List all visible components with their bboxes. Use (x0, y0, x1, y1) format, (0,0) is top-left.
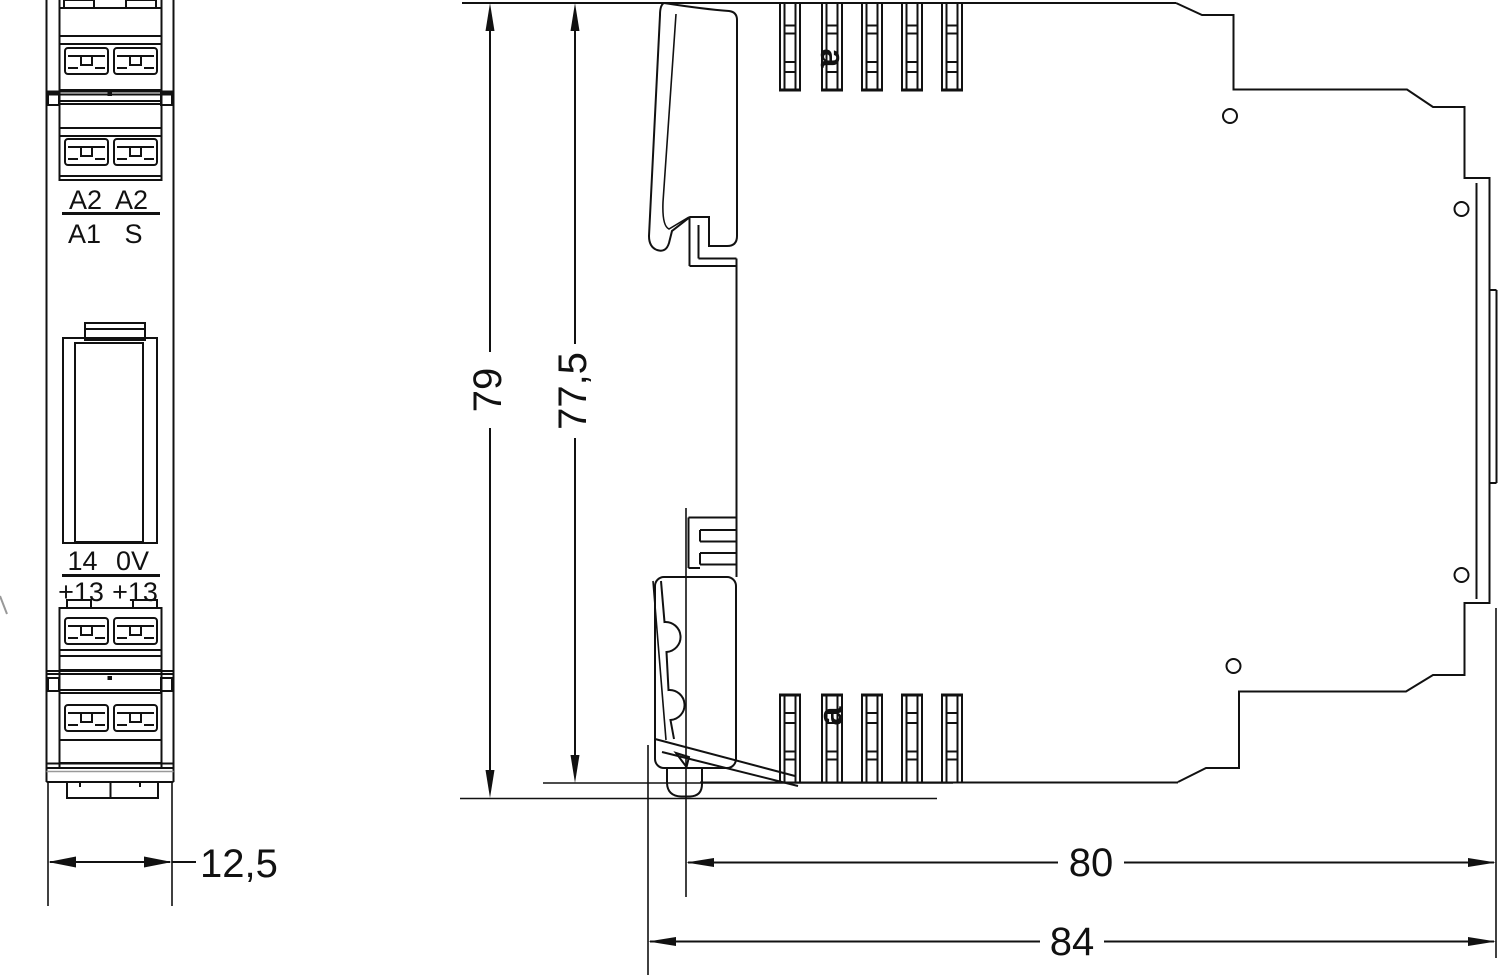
dimension-height-body: 77,5 (543, 3, 953, 784)
terminal-block-1 (58, 0, 163, 91)
vent-detail-marker-bottom: a (812, 705, 850, 725)
front-bottom-section (46, 762, 174, 799)
screw-terminal (64, 47, 109, 75)
front-view: A2 A2 A1 S 14 0V +13 +13 (45, 0, 278, 906)
screw-terminal (64, 138, 109, 166)
vent-slots-top: a (777, 1, 965, 92)
terminal-block-3 (58, 599, 163, 671)
terminal-block-4 (58, 692, 163, 764)
clip-release-lever (661, 751, 799, 787)
label-s: S (124, 219, 142, 249)
clip-release-lever (654, 738, 796, 777)
arrowhead-down (570, 755, 580, 783)
vent-slot (939, 1, 965, 92)
screw-terminal (64, 704, 109, 732)
din-clip (652, 576, 799, 798)
screw-terminal (113, 47, 158, 75)
label-plus13-left: +13 (58, 577, 104, 607)
arrowhead-up (570, 3, 580, 31)
label-a2-right: A2 (115, 185, 148, 215)
front-label-top: A2 A2 A1 S (62, 185, 160, 249)
stray-mark (0, 595, 8, 615)
arrowhead-left (48, 856, 76, 868)
dimension-depth-total: 84 (647, 745, 1496, 975)
front-label-bottom: 14 0V +13 +13 (58, 546, 160, 607)
arrowhead-right (1468, 858, 1496, 867)
screw-terminal (113, 704, 158, 732)
label-a1: A1 (68, 219, 101, 249)
dim-label-77-5: 77,5 (551, 352, 595, 430)
front-hook (647, 2, 738, 252)
dim-label-79: 79 (466, 368, 510, 413)
dim-label-80: 80 (1069, 841, 1114, 885)
arrowhead-right (144, 856, 172, 868)
front-divider-1 (46, 90, 174, 106)
arrowhead-right (1468, 937, 1496, 946)
arrowhead-left (686, 858, 714, 867)
vent-slot (939, 693, 965, 784)
front-step (688, 217, 738, 577)
vent-slot (899, 1, 925, 92)
label-plus13-right: +13 (112, 577, 158, 607)
vent-slot (859, 1, 885, 92)
vent-slot (777, 1, 803, 92)
dimension-height-total: 79 (460, 3, 937, 800)
pin-hole (1453, 201, 1470, 217)
vent-slot (859, 693, 885, 784)
clip-lever-notch (673, 751, 691, 770)
label-14: 14 (67, 546, 97, 576)
side-rear-bump (1489, 289, 1498, 484)
dimension-depth-body: 80 (685, 508, 1497, 958)
label-0v: 0V (116, 546, 149, 576)
screw-terminal (113, 138, 158, 166)
pin-hole (1453, 567, 1470, 583)
side-view: a a 79 77,5 (460, 1, 1498, 975)
marker-label-slot (62, 322, 158, 544)
side-right-outline (1175, 2, 1491, 783)
pin-hole (1225, 658, 1242, 674)
dim-label-84: 84 (1050, 920, 1095, 964)
arrowhead-left (648, 937, 676, 946)
clip-spring-left (652, 580, 667, 741)
vent-detail-marker-top: a (813, 49, 851, 69)
front-divider-2 (46, 670, 174, 692)
pin-hole (1222, 108, 1238, 124)
vent-slot (819, 1, 845, 92)
label-a2-left: A2 (69, 185, 102, 215)
dimension-width: 12,5 (47, 783, 278, 906)
din-rail-notch (687, 516, 737, 569)
screw-terminal (64, 617, 109, 645)
dim-label-12-5: 12,5 (200, 842, 278, 886)
screw-terminal (113, 617, 158, 645)
vent-slot (899, 693, 925, 784)
arrowhead-up (485, 3, 495, 31)
arrowhead-down (485, 770, 495, 798)
terminal-block-2 (58, 103, 163, 181)
vent-slots-bottom: a (777, 693, 965, 784)
clip-spring-right (660, 580, 686, 740)
vent-slot (777, 693, 803, 784)
